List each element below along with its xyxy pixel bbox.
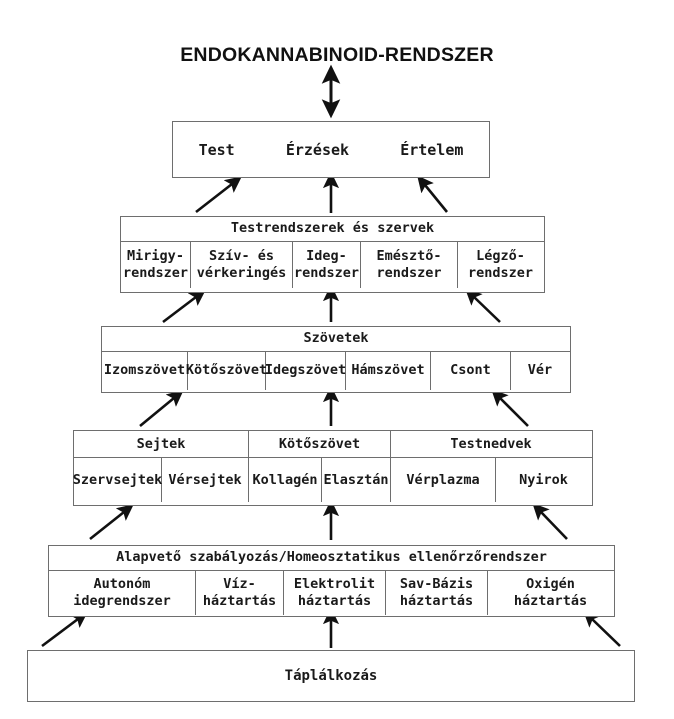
cell-versejtek: Vérsejtek — [162, 458, 249, 502]
cell-kotoszovet: Kötőszövet — [186, 351, 267, 390]
group-header-testnedvek: Testnedvek — [450, 436, 532, 452]
cell-elektrolit-haztartas: Elektrolit háztartás — [284, 570, 386, 615]
cell-autonom-idegrendszer: Autonóm idegrendszer — [49, 570, 196, 615]
cell-viz-haztartas: Víz- háztartás — [196, 570, 284, 615]
cell-idegrendszer: Ideg- rendszer — [293, 241, 361, 288]
page-title: ENDOKANNABINOID-RENDSZER — [180, 44, 494, 66]
level-experience-box: Test Érzések Értelem — [172, 121, 490, 178]
cell-legzorendszer: Légző- rendszer — [467, 247, 534, 281]
cell-mirigyrendszer: Mirigy- rendszer — [121, 241, 191, 288]
arrows-level4-to-level3 — [139, 385, 529, 428]
level-body-systems-box: Testrendszerek és szervek Mirigy- rendsz… — [120, 216, 545, 293]
arrows-level2-to-level1 — [195, 171, 449, 214]
cell-szivverkeringes: Szív- és vérkeringés — [191, 241, 293, 288]
cell-hamszovet: Hámszövet — [346, 351, 431, 390]
level-homeostasis-header: Alapvető szabályozás/Homeosztatikus elle… — [49, 546, 614, 571]
cell-savbazis-haztartas: Sav-Bázis háztartás — [386, 570, 488, 615]
cell-ver: Vér — [527, 362, 553, 379]
label-erzesek: Érzések — [285, 140, 350, 159]
level-tissues-box: Szövetek Izomszövet Kötőszövet Idegszöve… — [101, 326, 571, 393]
cell-verplazma: Vérplazma — [391, 458, 496, 502]
cell-emesztorendszer: Emésztő- rendszer — [361, 241, 458, 288]
cell-kollagen: Kollagén — [249, 458, 322, 502]
arrows-level3-to-level2 — [162, 284, 501, 324]
cell-szervsejtek: Szervsejtek — [73, 458, 162, 502]
cell-oxigen-haztartas: Oxigén háztartás — [513, 575, 588, 609]
group-header-kotoszovet: Kötőszövet — [249, 431, 391, 457]
arrows-level5-to-level4 — [89, 499, 568, 541]
label-taplalkozas: Táplálkozás — [284, 668, 378, 684]
arrows-level6-to-level5 — [41, 607, 621, 648]
level-nutrition-box: Táplálkozás — [27, 650, 635, 702]
label-ertelem: Értelem — [400, 140, 464, 159]
level-homeostasis-box: Alapvető szabályozás/Homeosztatikus elle… — [48, 545, 615, 617]
cell-csont: Csont — [431, 351, 511, 390]
label-test: Test — [198, 140, 235, 159]
level-body-systems-header: Testrendszerek és szervek — [121, 217, 544, 242]
group-header-sejtek: Sejtek — [74, 431, 249, 457]
cell-elasztan: Elasztán — [322, 458, 391, 502]
cell-izomszovet: Izomszövet — [102, 351, 188, 390]
level-tissues-header: Szövetek — [102, 327, 570, 352]
level-cells-fluids-box: Sejtek Kötőszövet Testnedvek Szervsejtek… — [73, 430, 593, 506]
cell-nyirok: Nyirok — [519, 471, 568, 488]
cell-idegszovet: Idegszövet — [265, 351, 346, 390]
